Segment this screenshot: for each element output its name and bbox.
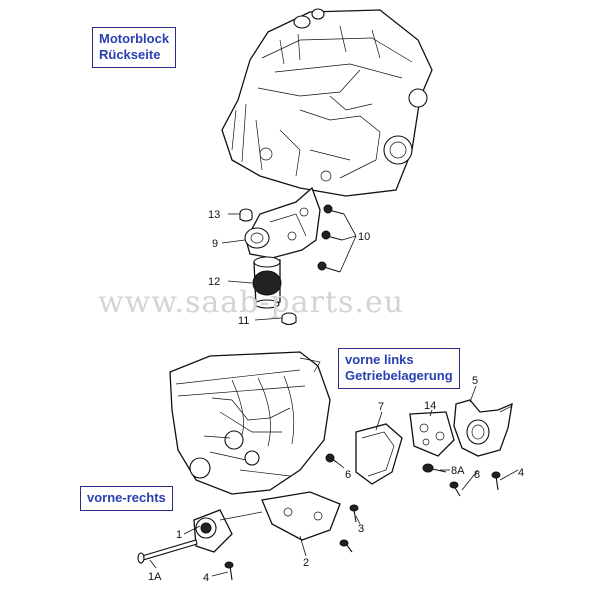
callout-1a: 1A (148, 571, 162, 583)
bolt-1a (137, 539, 198, 564)
nut-11 (281, 312, 297, 326)
callout-7: 7 (378, 401, 384, 413)
callout-12: 12 (208, 276, 220, 288)
label-motorblock-line2: Rückseite (99, 47, 161, 62)
callout-14: 14 (424, 400, 436, 412)
callout-3: 3 (358, 523, 364, 535)
callout-5: 5 (472, 375, 478, 387)
bolts-10 (317, 204, 345, 273)
callout-8a: 8A (451, 465, 465, 477)
callout-13: 13 (208, 209, 220, 221)
callout-4-right: 4 (518, 467, 524, 479)
callout-6: 6 (345, 469, 351, 481)
callout-1: 1 (176, 529, 182, 541)
label-motorblock-rueckseite: Motorblock Rückseite (92, 27, 177, 68)
callout-9: 9 (212, 238, 218, 250)
mount-1 (193, 509, 263, 553)
mount-bracket-2 (261, 491, 341, 541)
callout-10: 10 (358, 231, 370, 243)
callout-4-bottom: 4 (203, 572, 209, 584)
nut-13 (239, 208, 253, 222)
label-vorne-links-line2: Getriebelagerung (345, 368, 453, 383)
lower-engine-block (169, 351, 331, 495)
label-motorblock-line1: Motorblock (99, 31, 170, 46)
callout-2: 2 (303, 557, 309, 569)
small-bolts-lower (224, 504, 359, 581)
mount-5 (453, 399, 513, 457)
watermark-text: www.saab-parts.eu (98, 285, 404, 320)
label-vorne-links-getriebelagerung: vorne links Getriebelagerung (338, 348, 460, 389)
callout-11: 11 (238, 315, 249, 327)
upper-engine-block (221, 8, 433, 197)
label-vorne-rechts: vorne-rechts (80, 486, 173, 511)
engine-mount-bracket-9 (244, 186, 321, 259)
label-vorne-links-line1: vorne links (345, 352, 414, 367)
mount-14 (409, 411, 455, 457)
label-vorne-rechts-text: vorne-rechts (87, 490, 166, 505)
mount-bracket-7 (355, 423, 403, 485)
callout-8: 8 (474, 469, 480, 481)
rubber-mount-12 (252, 256, 282, 309)
bolts-8-8a (422, 463, 501, 497)
